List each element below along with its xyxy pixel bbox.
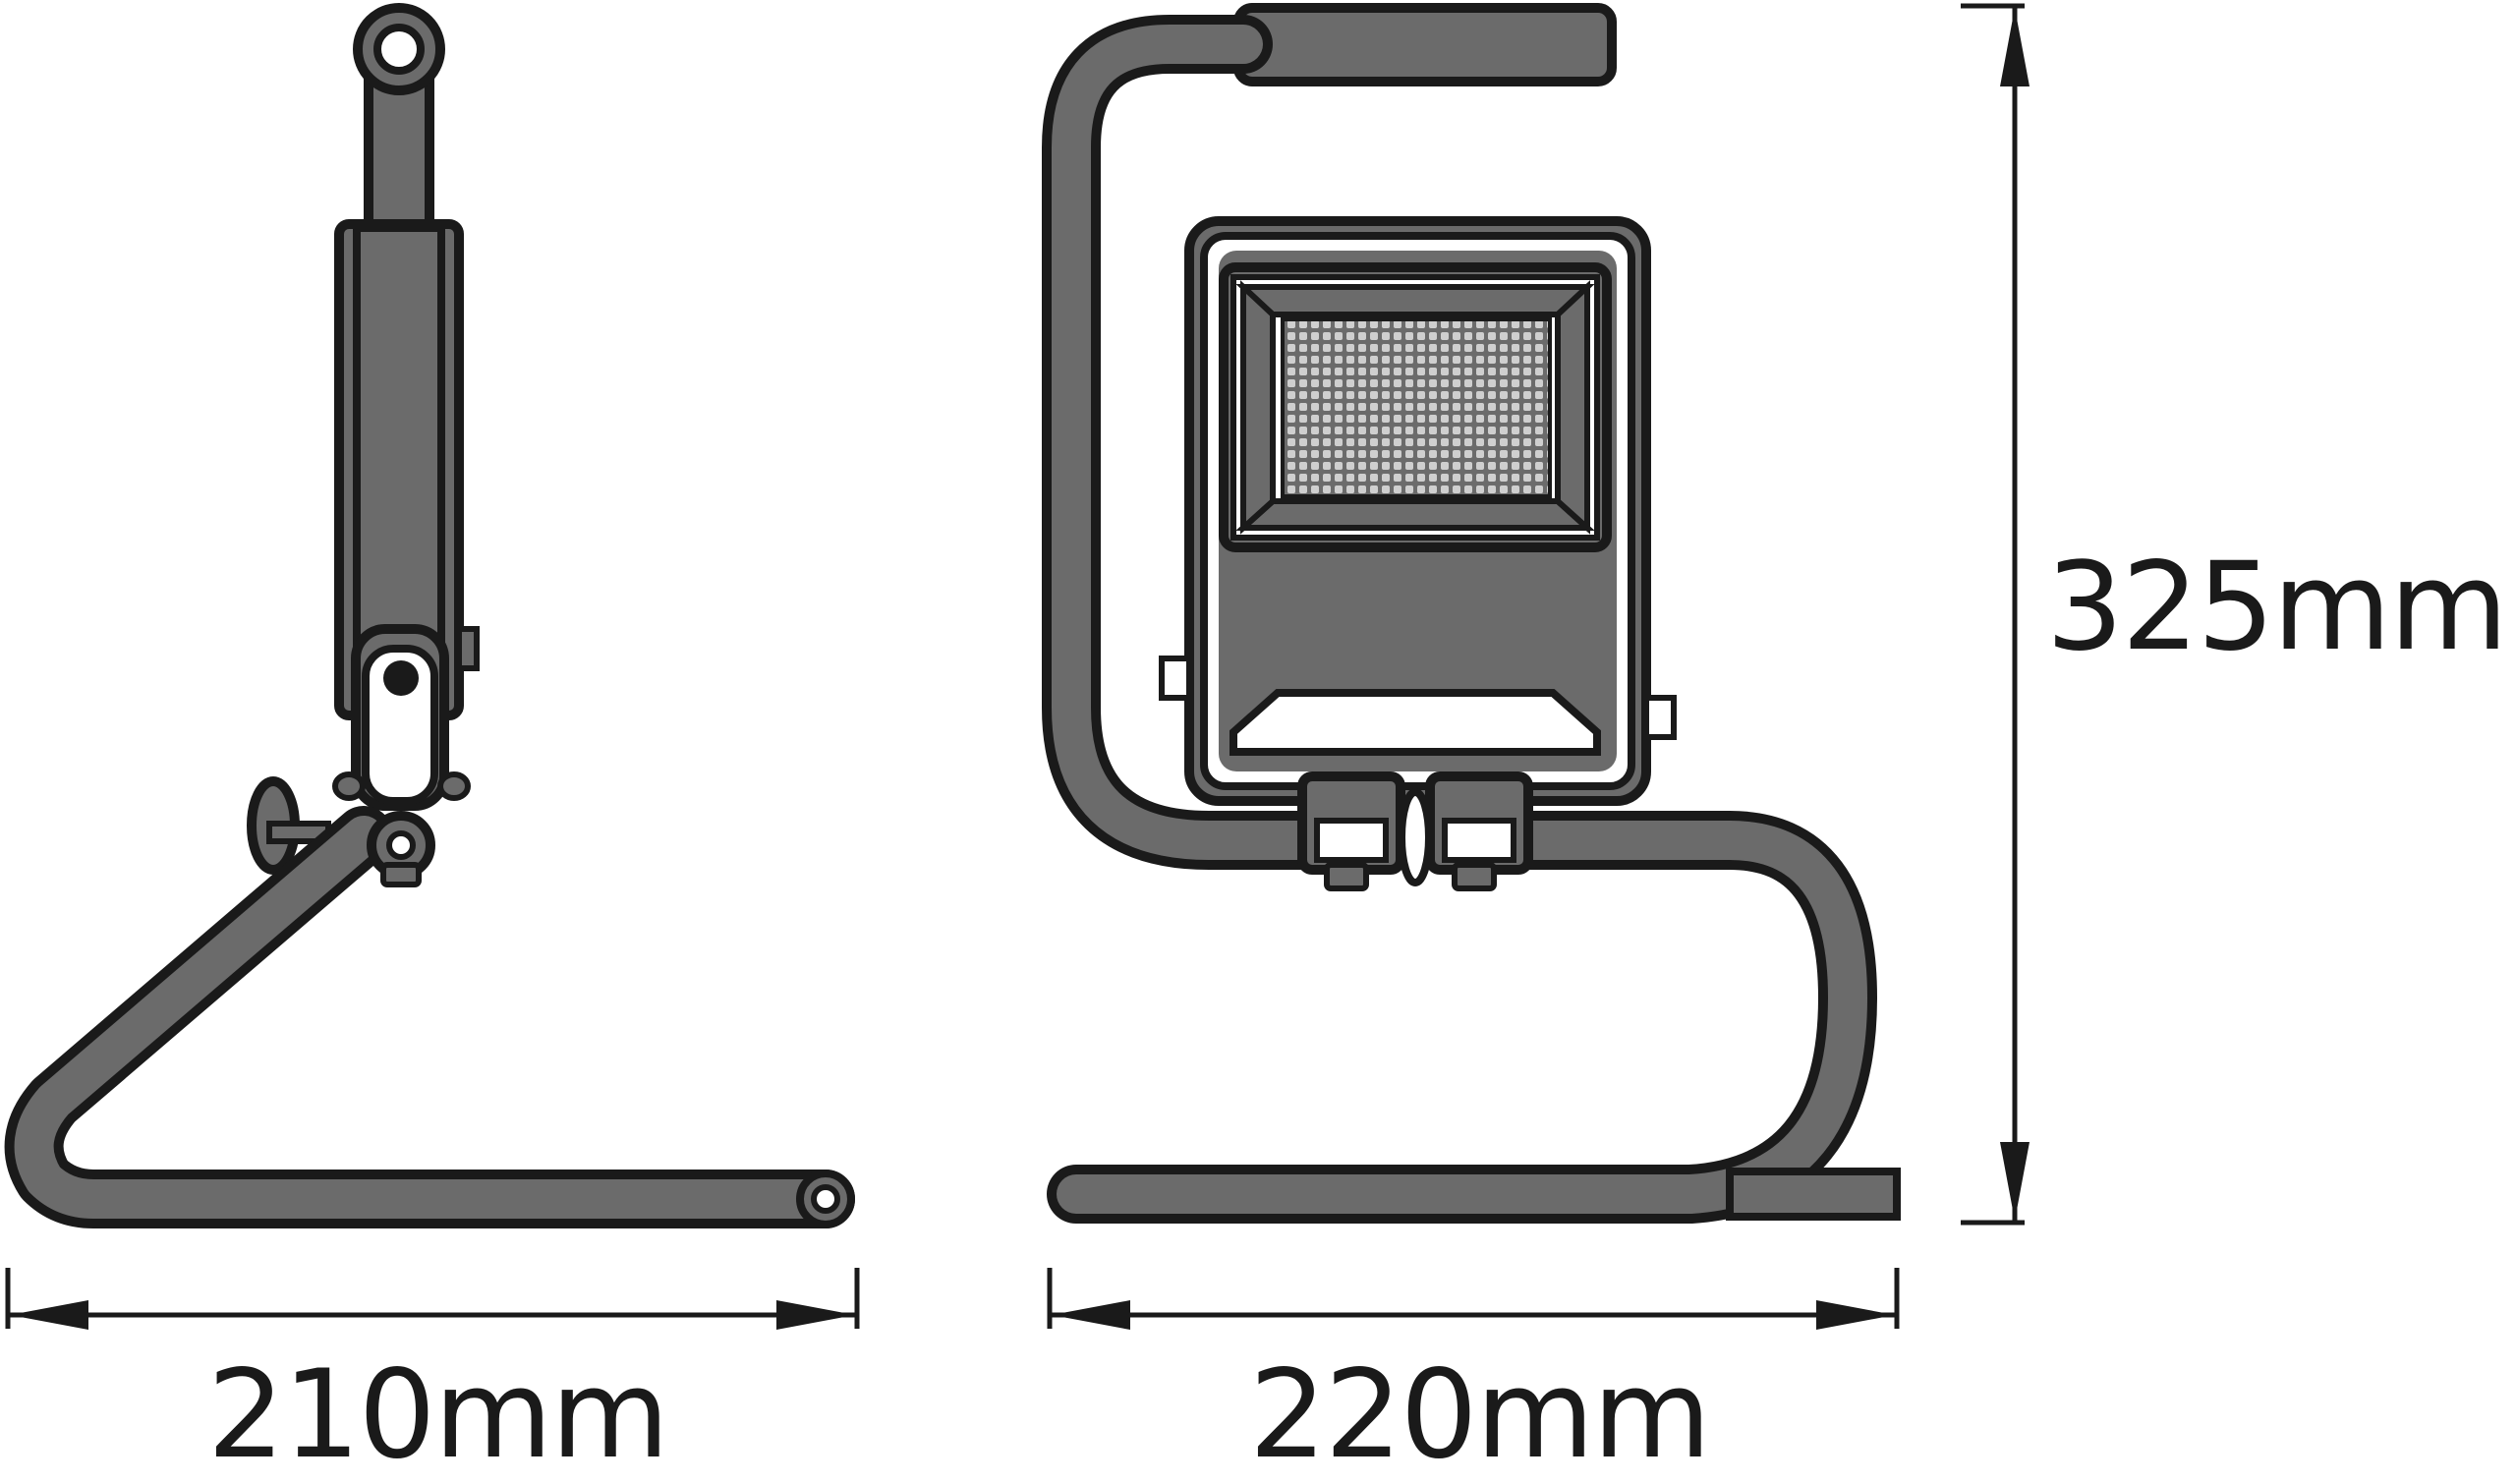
front-frame-tube <box>1042 15 1901 1224</box>
front-width-label: 220mm <box>1249 1344 1709 1484</box>
front-handle-grip <box>1233 3 1617 86</box>
side-hinge-bracket <box>332 624 471 811</box>
side-width-label: 210mm <box>207 1344 667 1484</box>
front-view <box>1042 3 1901 1224</box>
side-stand-tube <box>4 806 855 1228</box>
dimension-height: 325mm <box>1961 3 2508 1226</box>
led-array <box>1281 317 1552 498</box>
height-label: 325mm <box>2046 537 2506 678</box>
side-view <box>4 3 855 1228</box>
side-pivot-joint <box>367 811 435 887</box>
front-mount-clamps <box>1297 771 1533 891</box>
dimension-side-width: 210mm <box>5 1268 860 1484</box>
front-floodlight-housing <box>1159 216 1677 806</box>
side-top-knob <box>353 3 445 236</box>
dimension-front-width: 220mm <box>1047 1268 1900 1484</box>
